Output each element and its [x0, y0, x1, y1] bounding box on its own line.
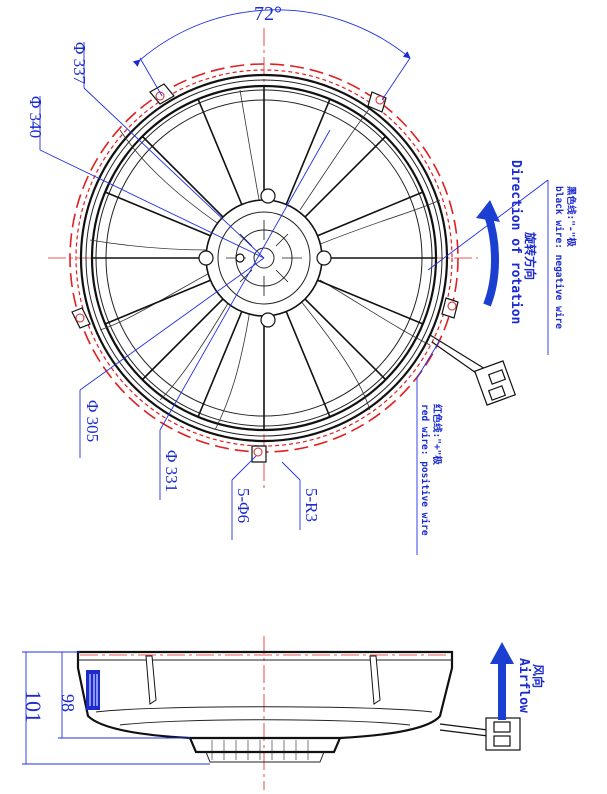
dim-body: 98	[58, 694, 78, 712]
side-body	[76, 650, 454, 740]
wire-harness	[429, 334, 517, 406]
airflow-en: Airflow	[516, 658, 531, 713]
dim-d305: Φ 305	[83, 400, 102, 442]
airflow-cn: 风向	[531, 664, 546, 688]
rotation-label-cn: 旋转方向	[523, 231, 538, 280]
dim-d340: Φ 340	[26, 96, 45, 138]
dim-holes: 5-Φ6	[234, 488, 253, 523]
dim-d337: Φ 337	[70, 42, 89, 85]
shroud-outer	[79, 73, 449, 443]
black-wire-en: black wire: negative wire	[553, 186, 564, 329]
dim-radius: 5-R3	[302, 488, 321, 522]
red-wire-en: red wire: positive wire	[419, 404, 430, 536]
rotation-arrow	[483, 213, 499, 307]
side-motor	[188, 737, 342, 754]
dim-total: 101	[21, 690, 46, 723]
fan-blades	[89, 89, 441, 431]
mounting-tabs	[71, 83, 459, 463]
side-view: 101 98 风向 Airflow	[21, 636, 546, 790]
product-label	[86, 670, 100, 710]
red-wire-cn: 红色线:"+"极	[431, 404, 443, 465]
dim-d331: Φ 331	[162, 450, 181, 492]
rotation-label-en: Direction of rotation	[508, 160, 523, 324]
front-view: 72° Φ 337 Φ 340 Φ 305 Φ 331 5-Φ6 5-R3 旋转…	[26, 3, 577, 555]
black-wire-cn: 黑色线:"-"极	[565, 186, 577, 247]
angle-label: 72°	[254, 3, 282, 25]
